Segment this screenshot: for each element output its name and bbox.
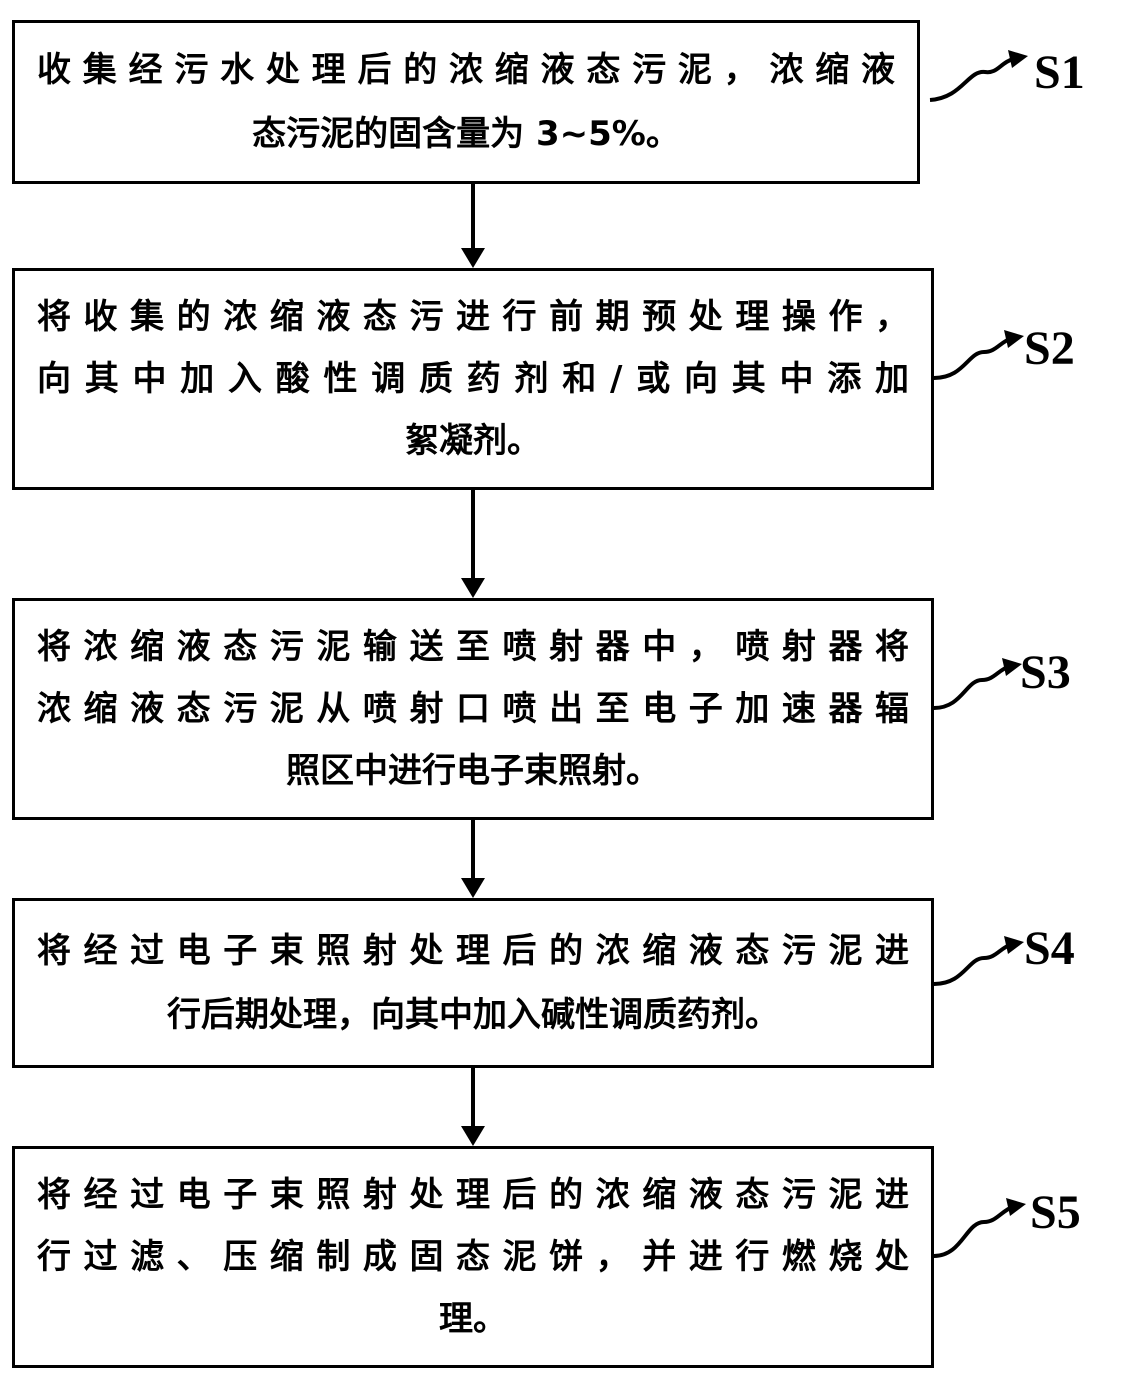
step-label-s5: S5 bbox=[1030, 1186, 1081, 1239]
step-s1-line-2: 态污泥的固含量为 3~5%。 bbox=[252, 114, 680, 154]
step-s4-line-1: 将经过电子束照射处理后的浓缩液态污泥进 bbox=[37, 931, 909, 971]
step-label-s4: S4 bbox=[1024, 922, 1075, 975]
step-s4-box: 将经过电子束照射处理后的浓缩液态污泥进 行后期处理，向其中加入碱性调质药剂。 bbox=[12, 898, 934, 1068]
flow-arrow-s1-s2 bbox=[461, 184, 485, 268]
leader-s4 bbox=[933, 936, 1024, 986]
leader-s3 bbox=[933, 658, 1022, 710]
step-s5-line-2: 行过滤、压缩制成固态泥饼，并进行燃烧处 bbox=[37, 1237, 909, 1277]
step-s2-line-2: 向其中加入酸性调质药剂和/或向其中添加 bbox=[37, 359, 909, 399]
flow-arrow-s4-s5 bbox=[461, 1068, 485, 1146]
flow-arrow-s2-s3 bbox=[461, 490, 485, 598]
step-s2-line-1: 将收集的浓缩液态污进行前期预处理操作， bbox=[37, 297, 909, 337]
step-label-s2: S2 bbox=[1024, 322, 1075, 375]
step-s5-line-1: 将经过电子束照射处理后的浓缩液态污泥进 bbox=[37, 1175, 909, 1215]
step-label-s1: S1 bbox=[1034, 46, 1085, 99]
leader-s5 bbox=[933, 1198, 1026, 1258]
step-s5-box: 将经过电子束照射处理后的浓缩液态污泥进 行过滤、压缩制成固态泥饼，并进行燃烧处 … bbox=[12, 1146, 934, 1368]
step-s4-line-2: 行后期处理，向其中加入碱性调质药剂。 bbox=[167, 995, 779, 1035]
leader-s2 bbox=[933, 330, 1024, 380]
leader-s1 bbox=[929, 50, 1028, 102]
step-s3-box: 将浓缩液态污泥输送至喷射器中，喷射器将 浓缩液态污泥从喷射口喷出至电子加速器辐 … bbox=[12, 598, 934, 820]
step-s3-line-3: 照区中进行电子束照射。 bbox=[286, 751, 660, 791]
step-label-s3: S3 bbox=[1020, 646, 1071, 699]
step-s3-line-2: 浓缩液态污泥从喷射口喷出至电子加速器辐 bbox=[37, 689, 909, 729]
flow-arrow-s3-s4 bbox=[461, 820, 485, 898]
step-s1-box: 收集经污水处理后的浓缩液态污泥，浓缩液 态污泥的固含量为 3~5%。 bbox=[12, 20, 920, 184]
step-s2-box: 将收集的浓缩液态污进行前期预处理操作， 向其中加入酸性调质药剂和/或向其中添加 … bbox=[12, 268, 934, 490]
step-s2-line-3: 絮凝剂。 bbox=[405, 421, 541, 461]
step-s1-line-1: 收集经污水处理后的浓缩液态污泥，浓缩液 bbox=[37, 50, 895, 90]
step-s3-line-1: 将浓缩液态污泥输送至喷射器中，喷射器将 bbox=[37, 627, 909, 667]
step-s5-line-3: 理。 bbox=[439, 1299, 507, 1339]
